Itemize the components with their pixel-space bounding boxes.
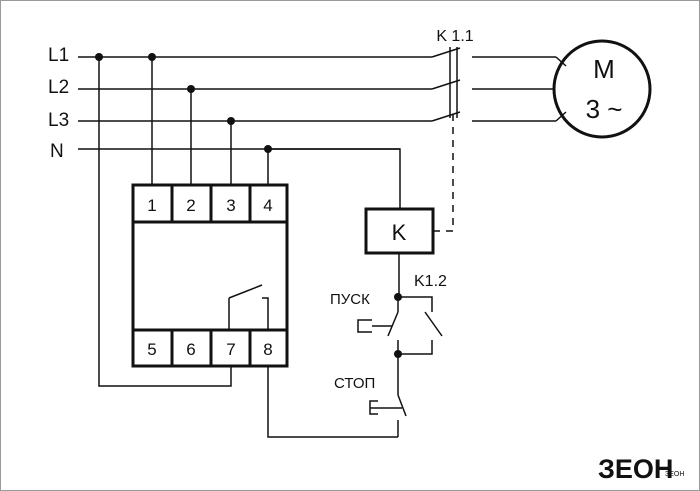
- stop-button-label: СТОП: [334, 375, 375, 392]
- aux-contact-lead: [398, 340, 433, 355]
- label-n: N: [50, 141, 64, 162]
- motor-label: M: [593, 54, 615, 84]
- label-l2: L2: [48, 77, 69, 98]
- motor-phase-label: 3 ~: [586, 94, 623, 124]
- relay-contact-lead: [262, 297, 269, 330]
- wire-n-to-coil: [268, 148, 401, 209]
- aux-contact-lead: [398, 296, 433, 312]
- relay-contact-blade: [228, 284, 263, 299]
- terminal-5: 5: [147, 340, 156, 359]
- terminal-6: 6: [186, 340, 195, 359]
- main-contact-blade: [431, 79, 461, 90]
- terminal-3: 3: [226, 196, 235, 215]
- main-contact-blade: [431, 111, 461, 122]
- mechanical-link: [433, 110, 454, 232]
- terminal-7: 7: [226, 340, 235, 359]
- aux-contact-blade: [424, 311, 443, 337]
- coil-label: K: [392, 220, 407, 245]
- start-button-label: ПУСК: [330, 291, 370, 308]
- wire-l1-to-terminal-7: [98, 57, 232, 387]
- start-button-actuator: [357, 319, 372, 333]
- label-l3: L3: [48, 110, 69, 131]
- start-button-blade: [387, 311, 399, 337]
- brand-logo-small: ЗЕОН: [665, 471, 684, 478]
- terminal-4: 4: [263, 196, 272, 215]
- wire-terminal-8-to-stop: [267, 366, 398, 438]
- terminal-8: 8: [263, 340, 272, 359]
- main-contacts-label: K 1.1: [436, 28, 473, 45]
- label-l1: L1: [48, 45, 69, 66]
- brand-logo: ЗЕОН: [598, 454, 673, 484]
- main-contact-blade: [431, 47, 461, 58]
- aux-contact-label: K1.2: [414, 273, 447, 290]
- motor: [552, 39, 652, 139]
- stop-button-blade: [397, 394, 407, 417]
- terminal-2: 2: [186, 196, 195, 215]
- terminal-1: 1: [147, 196, 156, 215]
